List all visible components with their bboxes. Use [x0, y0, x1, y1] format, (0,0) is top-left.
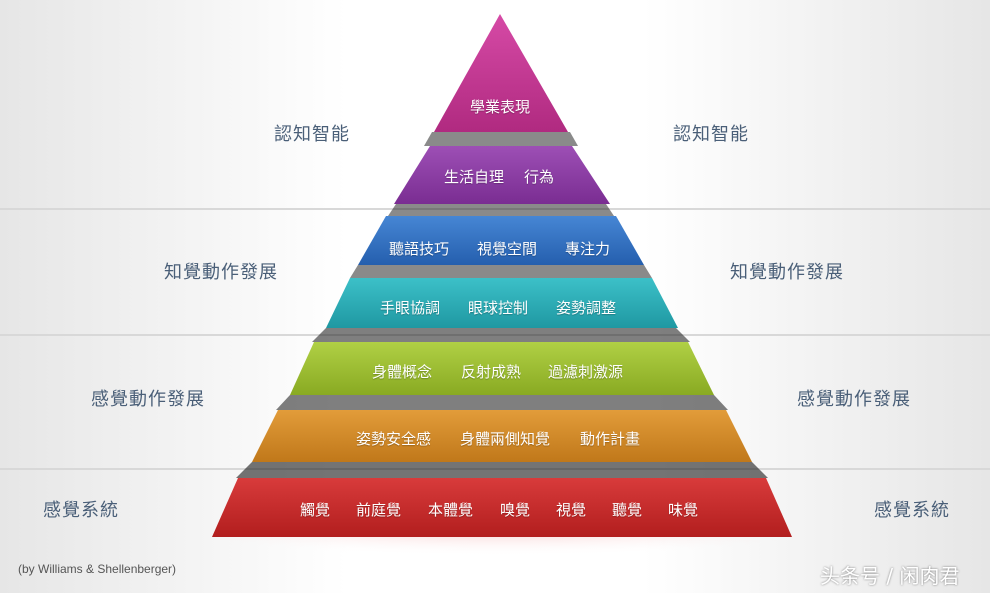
tier-item: 本體覺: [428, 501, 474, 519]
tier-academic: [434, 14, 568, 132]
tier-item: 專注力: [565, 240, 611, 258]
tier-auditory-visual: [358, 216, 644, 265]
label-sensory-system-left: 感覺系統: [43, 500, 119, 521]
label-cognitive-left: 認知智能: [274, 124, 350, 145]
tier-item: 動作計畫: [580, 430, 641, 448]
tier-item: 身體兩側知覺: [460, 430, 551, 448]
tier-self-care: [394, 146, 610, 204]
tier-senses: [212, 478, 792, 537]
tier-shadow: [236, 462, 768, 478]
tier-item: 眼球控制: [468, 299, 529, 317]
tier-item: 味覺: [668, 501, 699, 519]
tier-item: 觸覺: [300, 501, 331, 519]
tier-shadow: [388, 204, 614, 216]
tier-item: 視覺: [556, 501, 587, 519]
label-perceptual-motor-left: 知覺動作發展: [164, 262, 278, 283]
tier-item: 反射成熟: [461, 363, 522, 381]
tier-item: 視覺空間: [477, 240, 538, 258]
label-cognitive-right: 認知智能: [673, 124, 749, 145]
tier-item: 聽覺: [612, 501, 643, 519]
tier-shadow: [424, 132, 578, 146]
tier-shadow: [350, 265, 652, 278]
credit-text: (by Williams & Shellenberger): [18, 562, 177, 576]
tier-item: 聽語技巧: [389, 240, 450, 258]
tier-postural: [252, 410, 752, 462]
label-sensory-motor-right: 感覺動作發展: [797, 389, 911, 410]
tier-shadow: [312, 328, 690, 342]
tier-item: 手眼協調: [380, 299, 441, 317]
tier-item: 生活自理: [444, 168, 505, 186]
tier-item: 行為: [524, 168, 555, 186]
label-sensory-system-right: 感覺系統: [874, 500, 950, 521]
watermark: 头条号 / 闲肉君: [820, 564, 960, 588]
tier-item: 前庭覺: [356, 501, 402, 519]
tier-eye-hand: [326, 278, 678, 328]
label-sensory-motor-left: 感覺動作發展: [91, 389, 205, 410]
tier-item: 姿勢安全感: [356, 430, 432, 448]
tier-item: 姿勢調整: [556, 299, 617, 317]
tier-item: 學業表現: [470, 98, 531, 116]
tier-shadow: [276, 395, 728, 410]
label-perceptual-motor-right: 知覺動作發展: [730, 262, 844, 283]
tier-body-concept: [290, 342, 714, 395]
tier-item: 過濾刺激源: [548, 363, 624, 381]
tier-item: 嗅覺: [500, 501, 531, 519]
tier-item: 身體概念: [372, 363, 433, 381]
